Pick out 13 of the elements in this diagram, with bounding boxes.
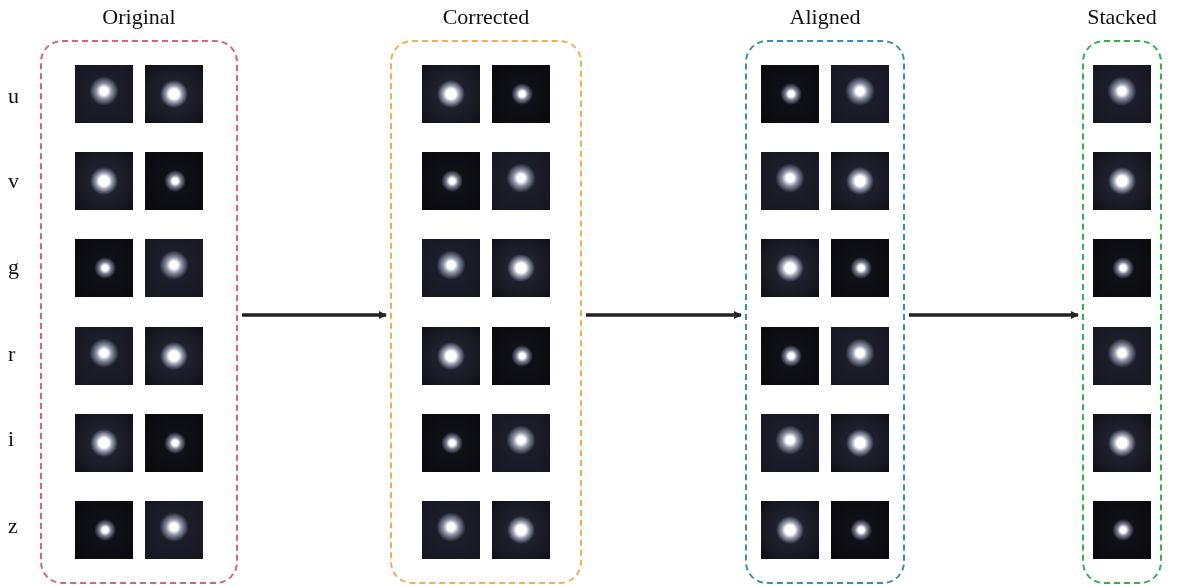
band-label: r: [8, 343, 16, 365]
band-label: g: [8, 256, 19, 278]
band-label: z: [8, 515, 18, 537]
panel-title: Stacked: [1086, 6, 1158, 28]
panel-title: Original: [101, 6, 177, 28]
band-label: u: [8, 85, 19, 107]
panel-title: Corrected: [441, 6, 531, 28]
arrow: [586, 311, 742, 319]
arrow: [909, 311, 1079, 319]
panel-title: Aligned: [788, 6, 862, 28]
band-label: v: [8, 170, 19, 192]
band-label: i: [8, 428, 15, 450]
arrow: [242, 311, 387, 319]
